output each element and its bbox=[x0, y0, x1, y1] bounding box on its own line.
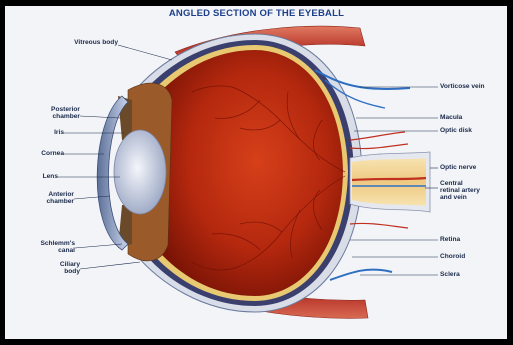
label-posterior-chamber: Posterior chamber bbox=[30, 106, 80, 120]
vitreous-body bbox=[152, 50, 343, 296]
label-choroid: Choroid bbox=[440, 253, 465, 260]
label-macula: Macula bbox=[440, 114, 462, 121]
label-optic-disk: Optic disk bbox=[440, 127, 472, 134]
label-schlemms-canal: Schlemm's canal bbox=[25, 240, 75, 254]
label-iris: Iris bbox=[30, 129, 64, 136]
label-vitreous-body: Vitreous body bbox=[58, 39, 118, 46]
lens-shape bbox=[114, 130, 166, 214]
label-ciliary-body: Ciliary body bbox=[40, 261, 80, 275]
optic-nerve-core bbox=[352, 158, 426, 206]
label-sclera: Sclera bbox=[440, 271, 460, 278]
label-retina: Retina bbox=[440, 236, 460, 243]
label-vorticose-vein: Vorticose vein bbox=[440, 83, 485, 90]
label-cornea: Cornea bbox=[26, 150, 64, 157]
label-lens: Lens bbox=[26, 173, 58, 180]
label-optic-nerve: Optic nerve bbox=[440, 164, 476, 171]
label-anterior-chamber: Anterior chamber bbox=[24, 191, 74, 205]
label-central-retinal-artery-vein: Central retinal artery and vein bbox=[440, 180, 480, 202]
